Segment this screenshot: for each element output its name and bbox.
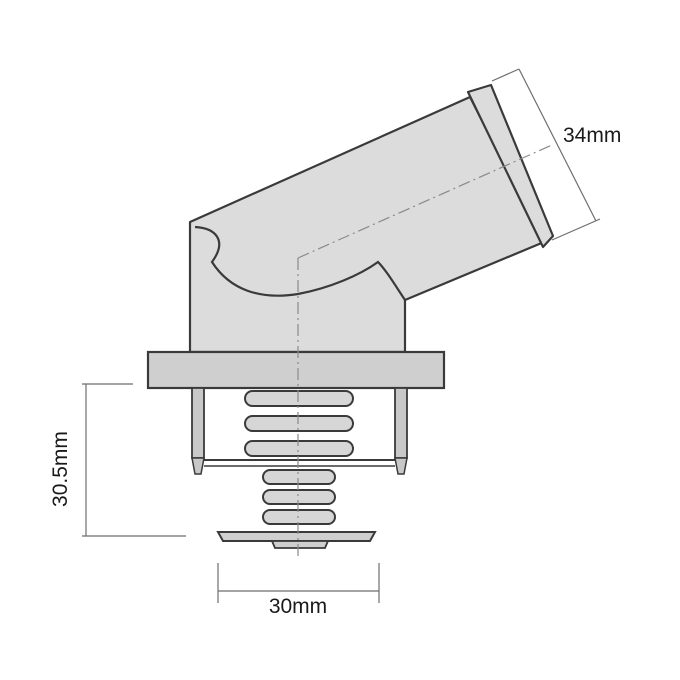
outlet-bead-ring bbox=[466, 83, 555, 249]
width-label: 30mm bbox=[269, 595, 327, 618]
right-support-leg bbox=[394, 387, 408, 459]
centerlines bbox=[297, 144, 553, 556]
dimension-height bbox=[82, 383, 186, 537]
support-legs bbox=[191, 387, 408, 475]
left-leg-foot bbox=[191, 457, 205, 475]
outlet-extension-line-bottom bbox=[551, 218, 601, 241]
lower-spring bbox=[262, 469, 336, 525]
outlet-centerline bbox=[297, 144, 553, 259]
upper-spring-coil bbox=[244, 415, 354, 432]
right-leg-foot bbox=[394, 457, 408, 475]
height-label: 30.5mm bbox=[49, 431, 72, 507]
valve-plate-hub bbox=[270, 540, 330, 549]
outlet-diameter-label: 34mm bbox=[563, 124, 621, 147]
housing-cutaway-curve bbox=[194, 225, 406, 301]
left-support-leg bbox=[191, 387, 205, 459]
upper-spring-coil bbox=[244, 390, 354, 407]
outlet-extension-line-top bbox=[491, 68, 520, 82]
outlet-dimension-line bbox=[518, 68, 597, 222]
lower-spring-coil bbox=[262, 509, 336, 525]
lower-spring-coil bbox=[262, 489, 336, 505]
dimension-outlet-diameter bbox=[491, 68, 601, 241]
mounting-flange bbox=[146, 350, 446, 390]
lower-spring-coil bbox=[262, 469, 336, 485]
valve-plate bbox=[216, 531, 377, 542]
dimension-width bbox=[217, 563, 380, 603]
upper-spring bbox=[244, 390, 354, 457]
upper-spring-coil bbox=[244, 440, 354, 457]
